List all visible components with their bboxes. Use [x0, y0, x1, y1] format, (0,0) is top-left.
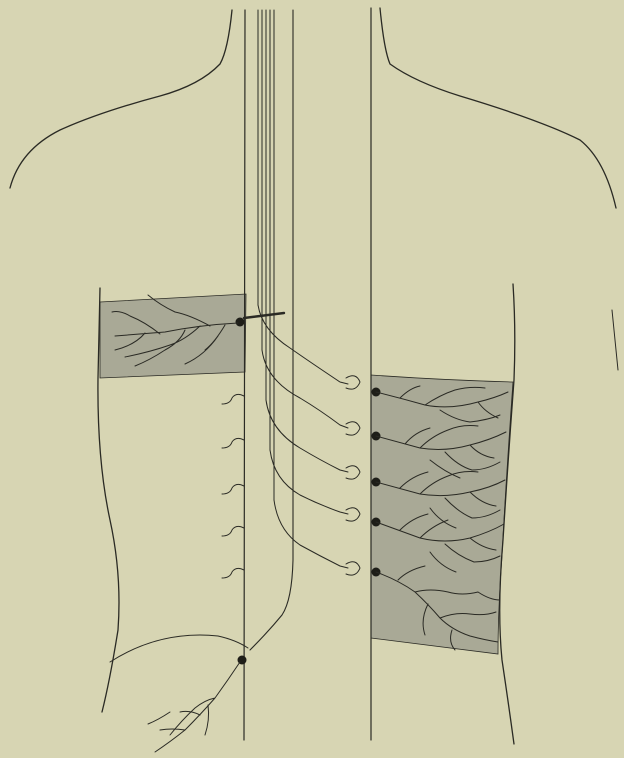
- receptor-curls-left: [222, 394, 244, 578]
- right-arm-line: [612, 310, 618, 370]
- spinal-lines: [244, 8, 371, 740]
- upper-nerve-stub: [244, 313, 284, 318]
- fiber-3: [266, 400, 348, 472]
- root-fibers: [258, 305, 348, 568]
- left-neck-line: [10, 10, 232, 188]
- curl-2: [222, 438, 244, 448]
- upper-left-shaded-region: [100, 294, 246, 378]
- fiber-4: [270, 450, 348, 514]
- curl-3: [222, 484, 244, 494]
- right-neck-line: [380, 8, 616, 208]
- fiber-1: [258, 305, 348, 384]
- hip-curve: [110, 635, 248, 662]
- curl-4: [222, 526, 244, 536]
- fiber-2: [262, 350, 348, 428]
- upper-nerve-cell: [236, 318, 245, 327]
- ganglia: [346, 376, 360, 575]
- lower-nerve-branches: [148, 662, 240, 752]
- lower-nerve: [148, 656, 247, 753]
- cord-line: [250, 10, 293, 650]
- fiber-5: [274, 500, 348, 568]
- ganglion-1: [346, 376, 360, 389]
- left-column-line: [244, 10, 245, 740]
- curl-1: [222, 394, 244, 404]
- curl-5: [222, 568, 244, 578]
